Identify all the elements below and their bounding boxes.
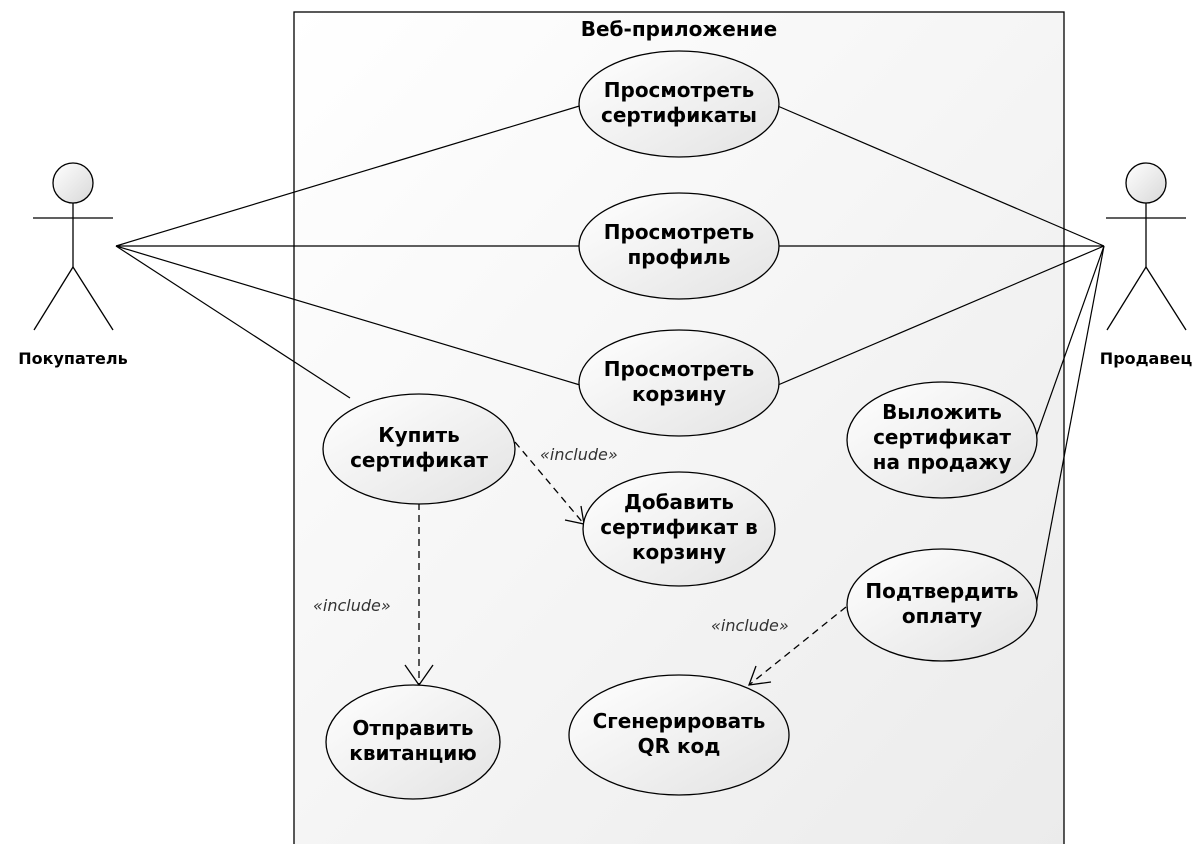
assoc-buyer-buy-certificate [115, 245, 351, 399]
use-case-label: QR код [638, 734, 721, 758]
use-case-generate-qr: Сгенерировать QR код [568, 674, 790, 796]
use-case-label: Отправить [352, 716, 473, 740]
assoc-seller-confirm-payment [1035, 245, 1105, 606]
use-case-view-profile: Просмотреть профиль [578, 192, 780, 300]
stick-figure-icon [33, 162, 114, 331]
assoc-buyer-view-cart [115, 245, 581, 386]
use-case-buy-certificate: Купить сертификат [322, 393, 516, 505]
use-case-add-to-cart: Добавить сертификат в корзину [582, 471, 776, 587]
use-case-send-receipt: Отправить квитанцию [325, 684, 501, 800]
use-case-label: корзину [632, 540, 726, 564]
assoc-seller-view-cart [777, 245, 1105, 386]
use-case-label: сертификат [873, 425, 1011, 449]
use-case-label: Купить [378, 423, 459, 447]
include-confirm-to-generate-arrow [748, 665, 772, 686]
use-case-label: квитанцию [349, 741, 476, 765]
actor-seller-label: Продавец [1100, 349, 1193, 368]
use-case-confirm-payment: Подтвердить оплату [846, 548, 1038, 662]
use-case-label: Сгенерировать [593, 709, 766, 733]
use-case-view-cart: Просмотреть корзину [578, 329, 780, 437]
use-case-label: корзину [632, 382, 726, 406]
use-case-label: Просмотреть [604, 220, 754, 244]
include-confirm-to-generate [748, 606, 847, 686]
include-dependencies: «include» «include» «include» [313, 441, 847, 687]
include-label-1: «include» [540, 445, 618, 464]
use-case-label: Добавить [624, 490, 734, 514]
assoc-seller-view-certificates [772, 103, 1105, 247]
assoc-buyer-view-certificates [115, 103, 587, 247]
stick-figure-icon [1106, 162, 1187, 331]
use-case-label: Подтвердить [865, 579, 1018, 603]
use-case-label: профиль [627, 245, 730, 269]
use-case-put-on-sale: Выложить сертификат на продажу [846, 381, 1038, 499]
system-title: Веб-приложение [581, 17, 777, 41]
assoc-seller-put-on-sale [1035, 245, 1105, 438]
actor-buyer-label: Покупатель [18, 349, 127, 368]
associations [115, 103, 1105, 606]
include-label-3: «include» [711, 616, 789, 635]
use-case-label: сертификат [350, 448, 488, 472]
use-case-view-certificates: Просмотреть сертификаты [578, 50, 780, 158]
use-case-label: оплату [902, 604, 982, 628]
actor-buyer: Покупатель [18, 162, 128, 368]
use-case-label: на продажу [873, 450, 1012, 474]
use-case-label: Просмотреть [604, 357, 754, 381]
include-label-2: «include» [313, 596, 391, 615]
use-case-label: Выложить [882, 400, 1002, 424]
use-case-label: сертификат в [600, 515, 757, 539]
include-buy-to-add [514, 441, 585, 525]
use-case-label: сертификаты [601, 103, 757, 127]
use-case-label: Просмотреть [604, 78, 754, 102]
actor-seller: Продавец [1100, 162, 1193, 368]
